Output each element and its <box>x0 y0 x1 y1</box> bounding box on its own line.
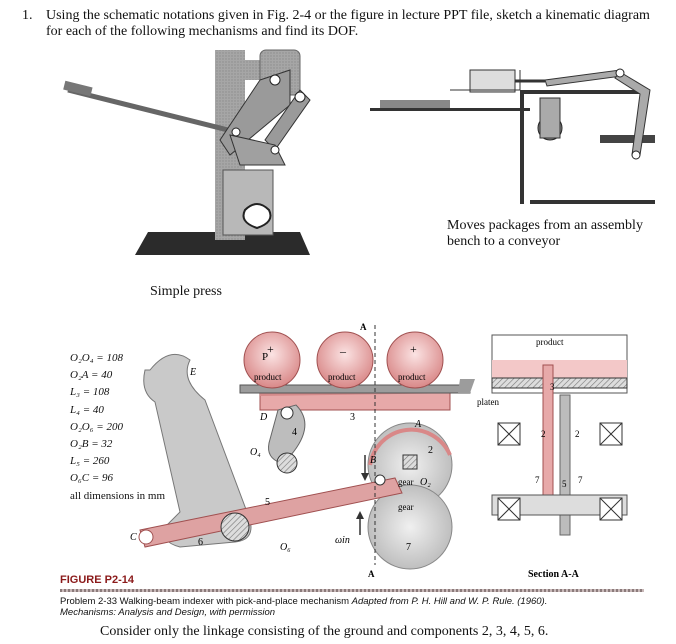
label-C: C <box>130 532 137 543</box>
walking-beam-figure: P + product product product – + A A E D … <box>130 322 628 580</box>
dimension-item: L₄ = 40 <box>70 403 104 416</box>
label-link-5: 5 <box>562 479 567 489</box>
label-O4: O₄ <box>250 447 261 458</box>
label-link-7: 7 <box>535 475 540 485</box>
label-section-A: A <box>360 322 367 332</box>
figure-label: FIGURE P2-14 <box>60 574 134 586</box>
question-number: 1. <box>22 8 33 23</box>
dimension-item: O₆C = 96 <box>70 472 114 485</box>
label-D: D <box>259 412 268 423</box>
label-product: product <box>254 372 282 382</box>
label-O2: O₂ <box>420 477 431 488</box>
caption-divider <box>60 589 644 592</box>
label-link-2: 2 <box>541 429 546 439</box>
label-product: product <box>328 372 356 382</box>
label-product: product <box>398 372 426 382</box>
label-A: A <box>414 419 422 430</box>
label-B: B <box>370 455 376 466</box>
label-E: E <box>189 367 196 378</box>
dimension-item: O₂B = 32 <box>70 438 113 451</box>
dimension-item: L₃ = 108 <box>70 386 110 399</box>
label-product: product <box>536 337 564 347</box>
label-link-2: 2 <box>428 445 433 456</box>
label-link-3: 3 <box>350 412 355 423</box>
package-mover-figure <box>370 68 655 204</box>
simple-press-caption: Simple press <box>150 284 222 299</box>
plus-sign: + <box>410 342 417 356</box>
figure-title: Walking-beam indexer with pick-and-place… <box>119 596 349 607</box>
label-link-5: 5 <box>265 497 270 508</box>
dimension-item: O₂O₄ = 108 <box>70 352 123 364</box>
figure-source: Mechanisms: Analysis and Design, with pe… <box>60 607 276 618</box>
label-link-6: 6 <box>198 537 203 548</box>
instruction-text: Consider only the linkage consisting of … <box>100 624 549 639</box>
label-gear: gear <box>398 477 414 487</box>
dimension-item: O₂A = 40 <box>70 369 113 382</box>
dimension-list: O₂O₄ = 108 O₂A = 40 L₃ = 108 L₄ = 40 O₂O… <box>70 350 165 505</box>
label-link-4: 4 <box>292 427 297 438</box>
label-platen: platen <box>477 397 499 407</box>
plus-sign: + <box>267 342 274 356</box>
minus-sign: – <box>339 344 347 358</box>
package-mover-caption: Moves packages from an assembly bench to… <box>447 218 643 249</box>
label-link-2: 2 <box>575 429 580 439</box>
label-link-7: 7 <box>578 475 583 485</box>
figure-description: Problem 2-33 Walking-beam indexer with p… <box>60 596 547 618</box>
section-title: Section A-A <box>528 569 580 580</box>
dimension-item: L₅ = 260 <box>70 455 110 468</box>
problem-number: Problem 2-33 <box>60 596 118 607</box>
label-link-3: 3 <box>550 382 555 392</box>
label-O6: O₆ <box>280 542 291 553</box>
figure-credit: Adapted from P. H. Hill and W. P. Rule. … <box>351 596 548 607</box>
label-link-7: 7 <box>406 542 411 553</box>
label-gear: gear <box>398 502 414 512</box>
label-section-A: A <box>368 569 375 579</box>
dimension-note: all dimensions in mm <box>70 489 166 502</box>
dimension-item: O₂O₆ = 200 <box>70 420 123 433</box>
simple-press-figure <box>63 49 311 255</box>
question-text: Using the schematic notations given in F… <box>46 8 650 39</box>
label-P: P <box>262 351 268 363</box>
label-omega-in: ωin <box>335 535 350 546</box>
